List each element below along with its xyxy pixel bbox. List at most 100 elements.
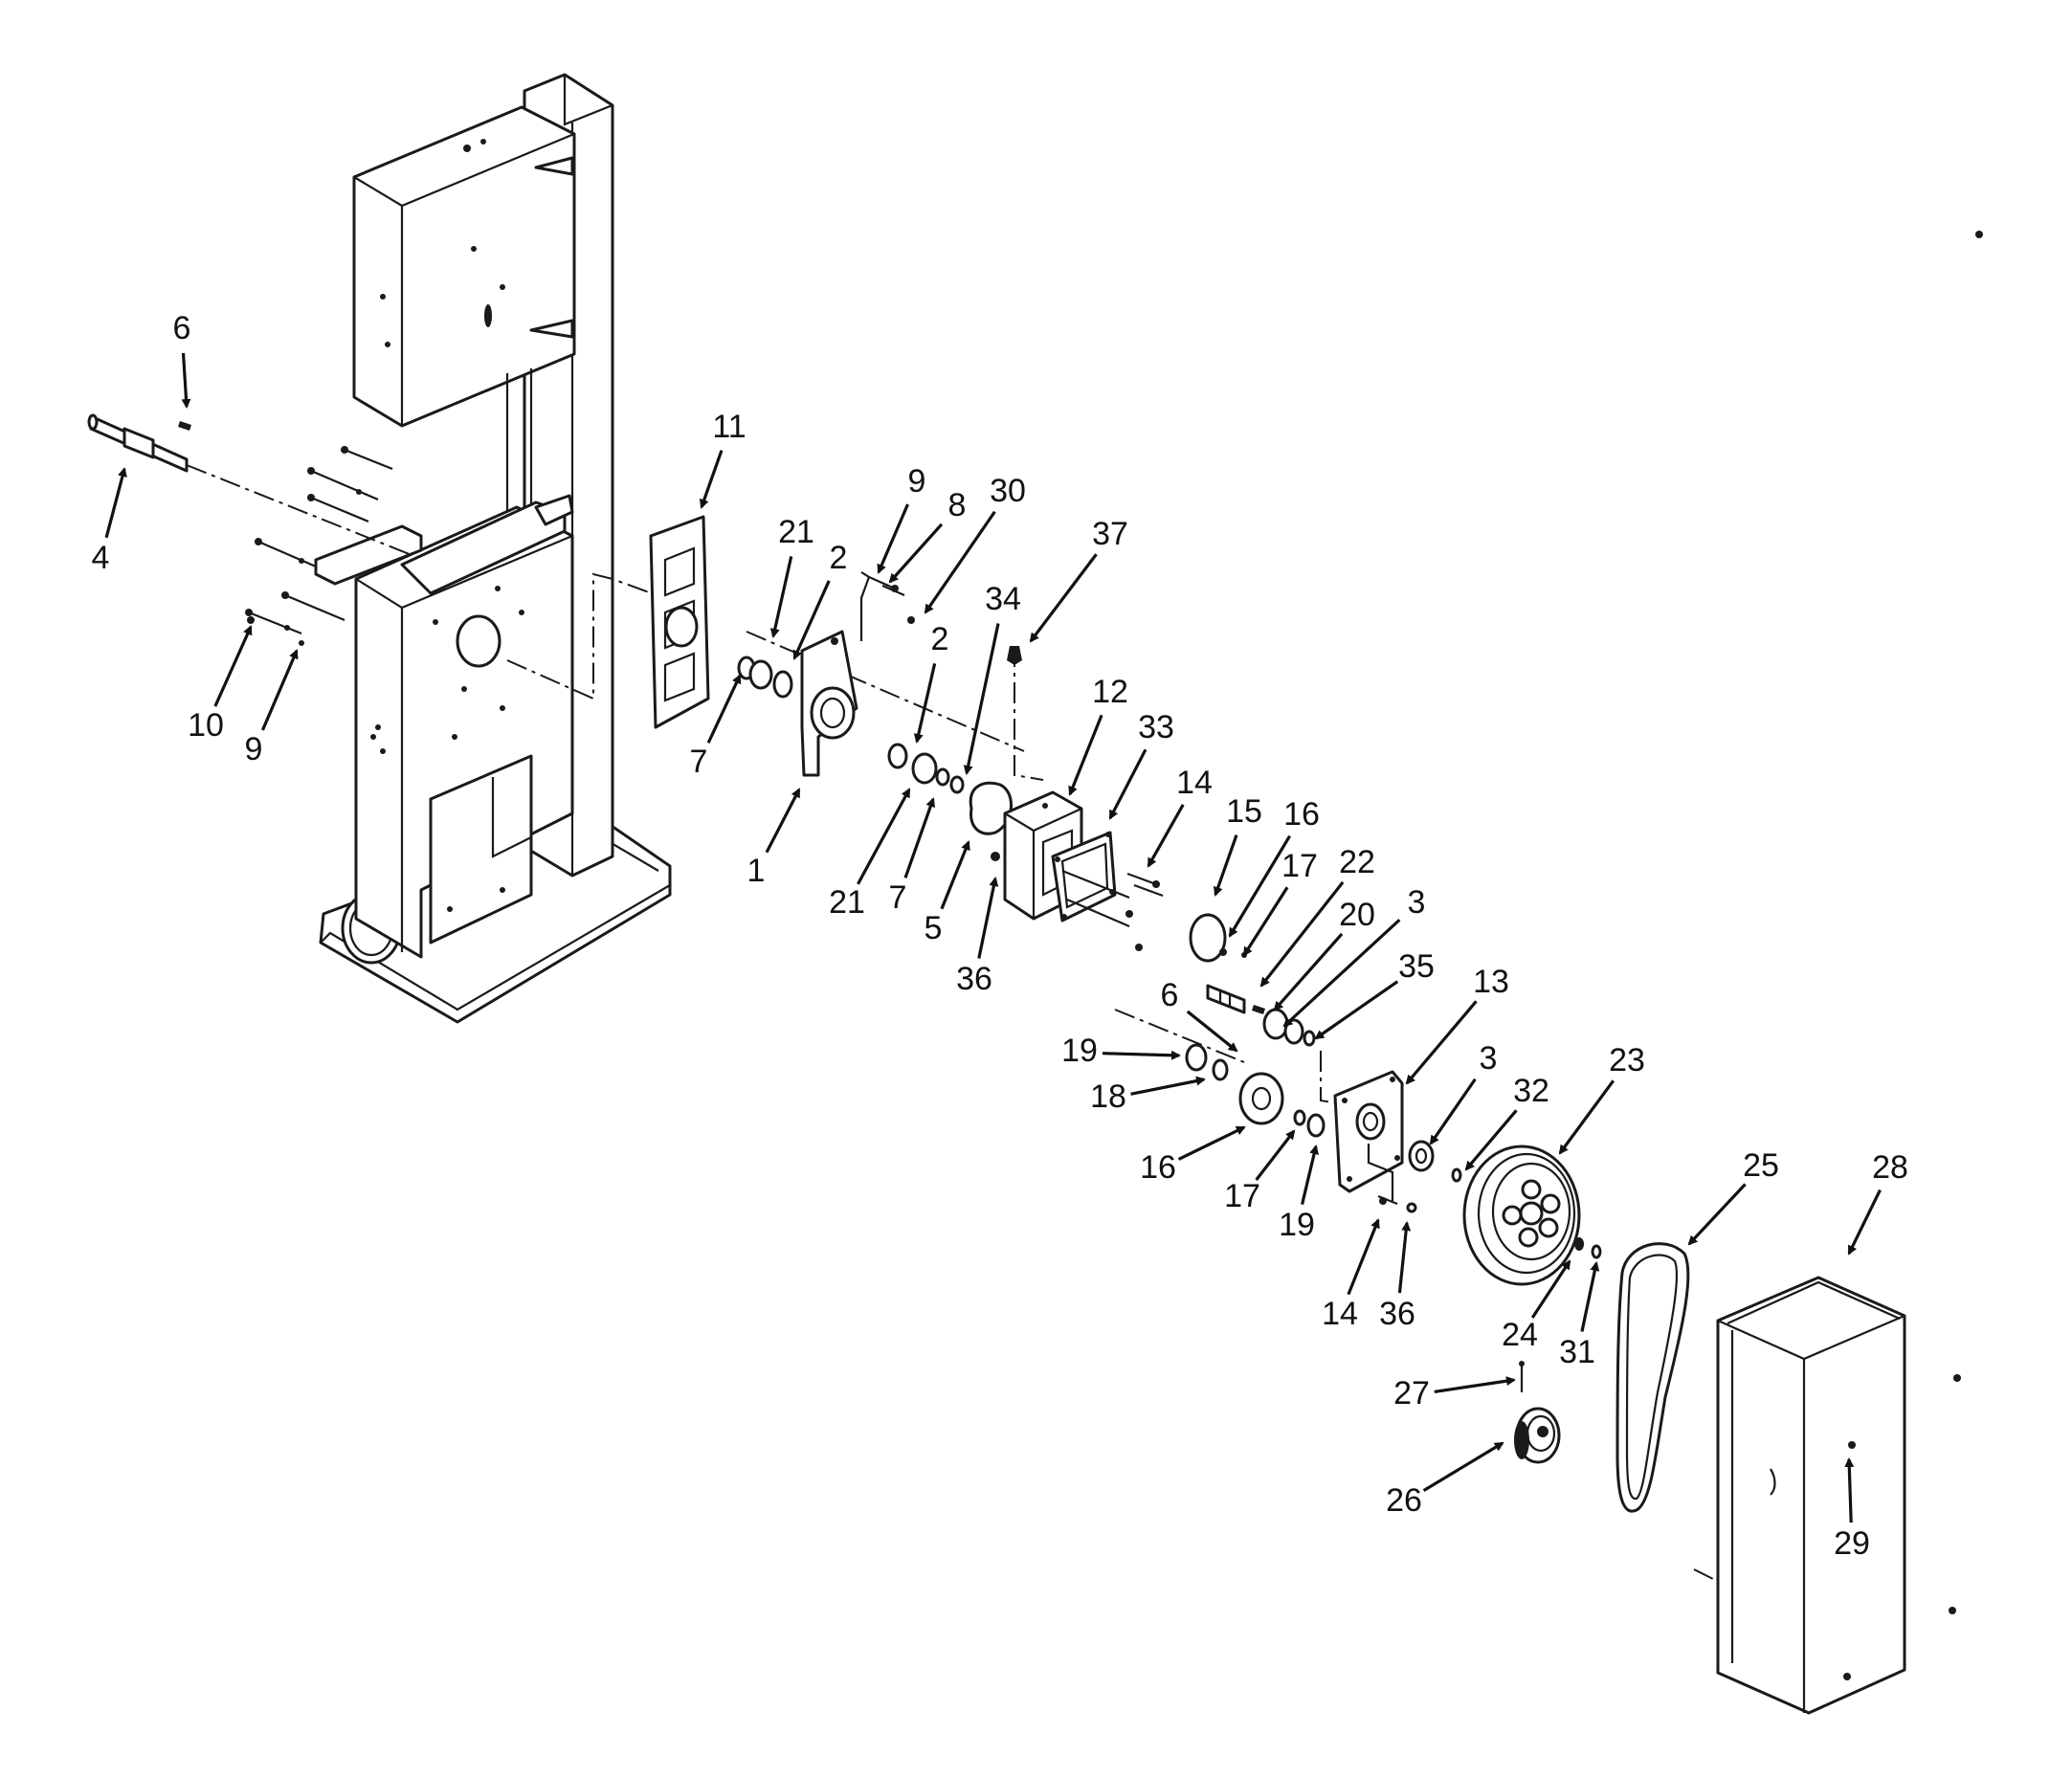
leader-arrow <box>1029 553 1098 643</box>
callout-32: 32 <box>1464 1073 1549 1171</box>
callout-number: 29 <box>1834 1525 1870 1562</box>
leader-arrow <box>857 788 911 885</box>
leader-arrow <box>963 623 1000 775</box>
callout-number: 2 <box>830 540 848 576</box>
callout-16: 16 <box>1228 796 1320 938</box>
leader-arrow <box>1434 1376 1516 1394</box>
leader-arrow <box>1186 1010 1238 1053</box>
callout-number: 3 <box>1480 1040 1498 1077</box>
leader-arrow <box>765 788 801 854</box>
callout-number: 6 <box>1161 977 1179 1013</box>
washer-17 <box>1293 1109 1306 1126</box>
scan-mark <box>1975 231 1983 238</box>
callout-number: 4 <box>92 540 110 576</box>
leader-arrow <box>1429 1078 1477 1145</box>
leader-arrow <box>769 556 793 638</box>
callout-3: 3 <box>1429 1040 1498 1145</box>
callout-8: 8 <box>888 487 967 584</box>
jackshaft-centerline <box>1114 1009 1350 1106</box>
callout-number: 32 <box>1513 1073 1549 1109</box>
screw-14 <box>1377 1194 1398 1206</box>
guard-screw <box>1848 1441 1856 1449</box>
leader-arrow <box>1228 834 1292 938</box>
callout-26: 26 <box>1386 1441 1504 1519</box>
bearing-block <box>800 630 858 777</box>
washer-35 <box>1303 1030 1316 1047</box>
gear-disc <box>1189 913 1227 963</box>
callout-2: 2 <box>913 621 948 744</box>
callout-number: 14 <box>1322 1296 1358 1332</box>
bearing-3b <box>1408 1140 1435 1172</box>
callout-21: 21 <box>769 514 814 638</box>
bearing-18 <box>1212 1058 1229 1081</box>
bearing-19b <box>1306 1113 1326 1138</box>
leader-arrow <box>1847 1189 1882 1256</box>
drive-pulley <box>1462 1145 1581 1286</box>
callout-6: 6 <box>173 310 191 409</box>
callout-4: 4 <box>92 467 127 576</box>
grease-fitting <box>1007 646 1022 665</box>
mounting-screws <box>245 446 393 646</box>
callout-number: 17 <box>1281 848 1318 884</box>
callout-11: 11 <box>699 409 746 509</box>
leader-arrow <box>1397 1221 1412 1294</box>
callout-number: 18 <box>1090 1078 1126 1115</box>
callout-24: 24 <box>1502 1259 1571 1353</box>
callout-number: 28 <box>1872 1149 1908 1186</box>
leader-arrow <box>1130 1076 1206 1096</box>
callout-14: 14 <box>1147 765 1213 868</box>
leader-arrow <box>1242 886 1289 957</box>
callout-28: 28 <box>1847 1149 1908 1256</box>
callout-number: 6 <box>173 310 191 346</box>
leader-arrow <box>1314 980 1399 1040</box>
callout-1: 1 <box>747 788 801 889</box>
leader-arrow <box>1405 1000 1478 1085</box>
callout-16: 16 <box>1140 1125 1246 1186</box>
callout-number: 36 <box>956 961 992 997</box>
washer-24 <box>1574 1237 1584 1251</box>
leader-arrow <box>1301 1145 1320 1206</box>
leader-arrow <box>1464 1109 1518 1171</box>
callout-number: 24 <box>1502 1317 1538 1353</box>
shaft-centerline <box>186 464 412 556</box>
leader-arrow <box>913 663 937 744</box>
callout-number: 33 <box>1138 709 1174 745</box>
callout-17: 17 <box>1224 1129 1296 1214</box>
saw-frame <box>314 73 672 1024</box>
leader-arrow <box>1273 932 1344 1011</box>
leader-arrow <box>699 450 724 509</box>
callout-number: 11 <box>712 409 746 445</box>
leader-arrow <box>1422 1441 1504 1492</box>
callout-14: 14 <box>1322 1218 1380 1332</box>
adjust-screws <box>859 571 915 641</box>
belt-guard <box>1716 1276 1906 1715</box>
callout-35: 35 <box>1314 948 1435 1040</box>
callout-number: 16 <box>1283 796 1320 833</box>
callout-number: 8 <box>948 487 967 523</box>
callout-number: 21 <box>778 514 814 550</box>
callout-number: 25 <box>1743 1147 1779 1184</box>
callout-6: 6 <box>1161 977 1238 1053</box>
callout-number: 16 <box>1140 1149 1176 1186</box>
callout-34: 34 <box>963 581 1021 775</box>
leader-arrow <box>706 674 742 744</box>
leader-arrow <box>888 522 944 584</box>
v-belt <box>1615 1242 1690 1513</box>
callout-number: 15 <box>1226 793 1262 830</box>
leader-arrow <box>1068 714 1103 796</box>
leader-arrow <box>1102 1050 1181 1060</box>
leader-arrow <box>1530 1259 1571 1319</box>
callout-number: 26 <box>1386 1482 1422 1519</box>
plug <box>991 852 1000 861</box>
callout-number: 7 <box>690 744 708 780</box>
callout-number: 12 <box>1092 674 1128 710</box>
callout-number: 17 <box>1224 1178 1260 1214</box>
callout-36: 36 <box>1379 1221 1415 1332</box>
callout-25: 25 <box>1687 1147 1779 1246</box>
callout-number: 37 <box>1092 516 1128 552</box>
callout-17: 17 <box>1242 848 1318 957</box>
callout-number: 19 <box>1279 1207 1315 1243</box>
callout-12: 12 <box>1068 674 1128 796</box>
callout-20: 20 <box>1273 897 1375 1011</box>
